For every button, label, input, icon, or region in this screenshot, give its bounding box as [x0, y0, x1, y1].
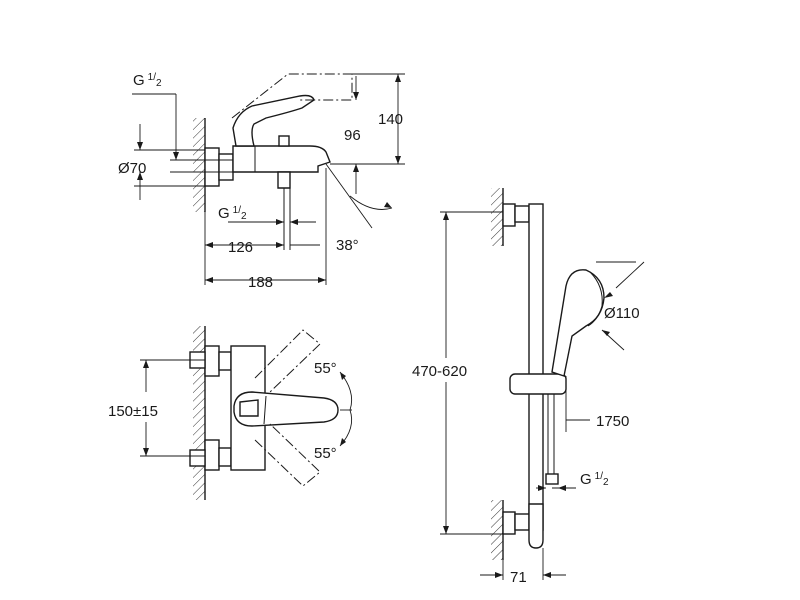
hand-shower: [551, 269, 605, 377]
shower-rail: [528, 203, 544, 531]
hose-nut: [545, 473, 559, 485]
label-len-188: 188: [248, 274, 273, 291]
mixer-side-view: [132, 73, 405, 285]
lower-nut: [204, 439, 220, 471]
label-angle-55-top: 55°: [314, 360, 337, 377]
top-bracket-base: [502, 203, 516, 227]
label-diameter-70: Ø70: [118, 160, 146, 177]
mixer-body: [232, 145, 331, 173]
top-bracket-arm: [514, 205, 530, 223]
swing-up-outline: [254, 329, 321, 393]
label-rail-470-620: 470-620: [412, 363, 467, 380]
front-handle: [233, 391, 339, 427]
label-height-96: 96: [344, 127, 361, 144]
rail-end-cap: [528, 503, 544, 549]
logo-plate: [239, 399, 259, 417]
upper-nut: [204, 345, 220, 377]
outlet: [277, 171, 291, 189]
swing-down-outline: [254, 423, 321, 487]
lower-nut-left: [189, 449, 206, 467]
label-center-150: 150±15: [108, 403, 158, 420]
diverter-knob: [278, 135, 290, 147]
label-angle-55-bottom: 55°: [314, 445, 337, 462]
label-diameter-110: Ø110: [604, 305, 640, 322]
bottom-bracket-arm: [514, 513, 530, 531]
label-angle-38: 38°: [336, 237, 359, 254]
wall-connector: [218, 153, 234, 181]
rail-slider: [509, 373, 567, 395]
shower-rail-set: [440, 188, 645, 580]
mixer-lever: [232, 94, 315, 147]
label-depth-71: 71: [510, 569, 527, 586]
bottom-bracket-base: [502, 511, 516, 535]
wall-hatch: [193, 118, 205, 212]
label-height-140: 140: [378, 111, 403, 128]
wall-nut: [204, 147, 220, 187]
label-hose-1750: 1750: [596, 413, 629, 430]
mixer-front-view: [140, 326, 353, 500]
lower-connector: [218, 447, 232, 467]
label-len-126: 126: [228, 239, 253, 256]
upper-connector: [218, 351, 232, 371]
